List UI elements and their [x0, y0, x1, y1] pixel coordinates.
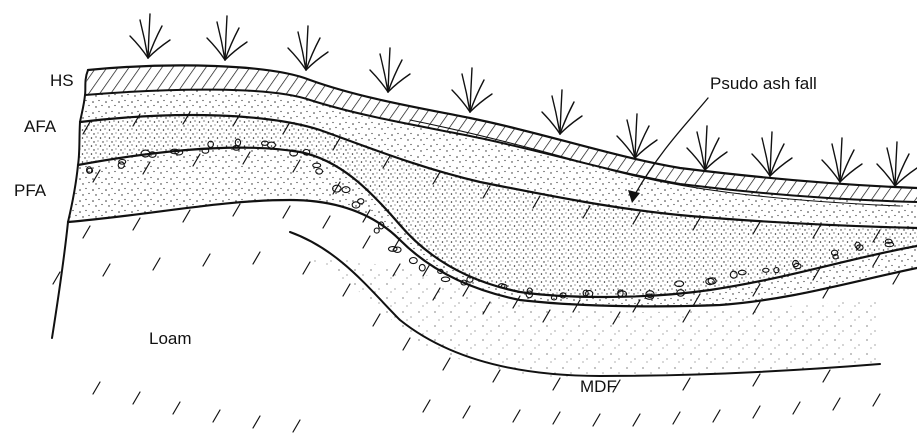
bedding-tick	[423, 400, 430, 412]
bedding-tick	[133, 392, 140, 404]
bedding-tick	[203, 254, 210, 266]
bedding-tick	[633, 414, 640, 426]
grass-blade	[560, 102, 574, 134]
grass-blade	[207, 38, 225, 60]
bedding-tick	[153, 258, 160, 270]
bedding-tick	[823, 370, 830, 382]
grass-blade	[877, 164, 895, 186]
grass-blade	[388, 60, 402, 92]
pumice-clast	[419, 264, 425, 270]
grass-blade	[635, 126, 649, 158]
bedding-tick	[873, 394, 880, 406]
label-pseudo-ash-fall: Psudo ash fall	[710, 75, 817, 92]
bedding-tick	[443, 358, 450, 370]
grass-blade	[452, 90, 470, 112]
pumice-clast	[374, 228, 379, 233]
bedding-tick	[403, 338, 410, 350]
bedding-tick	[683, 378, 690, 390]
pumice-clast	[388, 247, 397, 252]
bedding-tick	[83, 226, 90, 238]
grass-blade	[470, 80, 484, 112]
bedding-tick	[753, 406, 760, 418]
pumice-clast	[409, 257, 417, 263]
label-mdf: MDF	[580, 378, 617, 395]
bedding-tick	[293, 420, 300, 432]
bedding-tick	[303, 262, 310, 274]
bedding-tick	[93, 382, 100, 394]
grass-blade	[822, 160, 840, 182]
bedding-tick	[553, 412, 560, 424]
grass-blade	[752, 154, 770, 176]
bedding-tick	[343, 284, 350, 296]
bedding-tick	[253, 416, 260, 428]
grass-blade	[130, 36, 148, 58]
grass-blade	[370, 70, 388, 92]
bedding-tick	[133, 218, 140, 230]
grass-blade	[148, 26, 162, 58]
bedding-tick	[673, 412, 680, 424]
bedding-tick	[553, 378, 560, 390]
bedding-tick	[493, 370, 500, 382]
bedding-tick	[283, 206, 290, 218]
label-pfa: PFA	[14, 182, 46, 199]
bedding-tick	[373, 314, 380, 326]
bedding-tick	[173, 402, 180, 414]
label-hs: HS	[50, 72, 74, 89]
bedding-tick	[183, 210, 190, 222]
label-loam: Loam	[149, 330, 192, 347]
grass-blade	[225, 28, 239, 60]
bedding-tick	[233, 204, 240, 216]
bedding-tick	[463, 406, 470, 418]
bedding-tick	[513, 410, 520, 422]
grass-blade	[840, 150, 854, 182]
grass-blade	[687, 148, 705, 170]
bedding-tick	[713, 410, 720, 422]
grass-blade	[306, 38, 320, 70]
grass-blade	[288, 48, 306, 70]
bedding-tick	[53, 272, 60, 284]
bedding-tick	[253, 252, 260, 264]
grass-blade	[705, 138, 719, 170]
bedding-tick	[213, 410, 220, 422]
bedding-tick	[363, 236, 370, 248]
bedding-tick	[793, 402, 800, 414]
grass-blade	[770, 144, 784, 176]
bedding-tick	[103, 264, 110, 276]
label-afa: AFA	[24, 118, 56, 135]
grass-blade	[542, 112, 560, 134]
bedding-tick	[593, 414, 600, 426]
bedding-tick	[833, 398, 840, 410]
bedding-tick	[753, 374, 760, 386]
bedding-tick	[323, 216, 330, 228]
grass-blade	[895, 154, 909, 186]
